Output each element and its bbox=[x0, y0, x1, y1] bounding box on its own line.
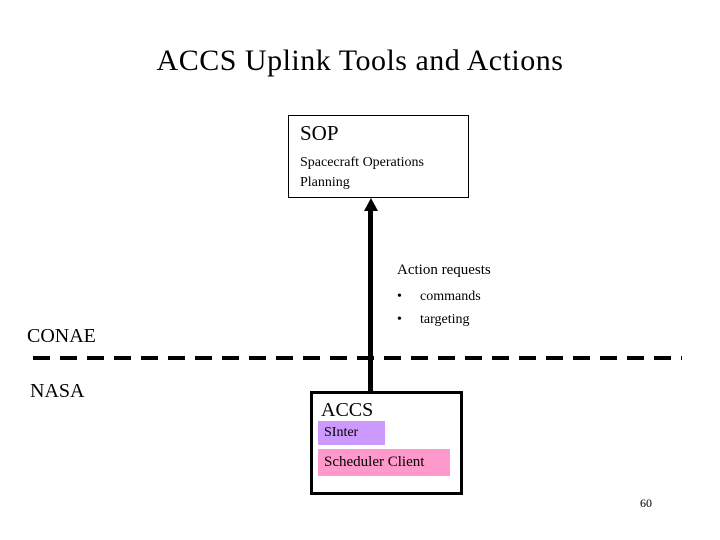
region-boundary-dashed-line bbox=[33, 356, 682, 360]
bullet-label: commands bbox=[420, 289, 481, 304]
page-number: 60 bbox=[640, 496, 652, 510]
action-requests-annotation: Action requests • commands • targeting bbox=[397, 262, 491, 335]
list-item: • commands bbox=[397, 289, 491, 305]
uplink-arrow-line bbox=[368, 208, 373, 391]
uplink-arrow-head-icon bbox=[364, 198, 378, 211]
slide-title: ACCS Uplink Tools and Actions bbox=[156, 44, 564, 77]
sop-box-subtitle: Spacecraft Operations Planning bbox=[300, 155, 424, 190]
annotation-heading: Action requests bbox=[397, 262, 491, 278]
region-label-conae: CONAE bbox=[27, 325, 96, 347]
bullet-icon: • bbox=[397, 289, 402, 304]
accs-box: ACCS SInter Scheduler Client bbox=[310, 391, 463, 495]
sop-box-title: SOP bbox=[300, 121, 339, 145]
accs-box-title: ACCS bbox=[321, 399, 374, 421]
component-scheduler-client: Scheduler Client bbox=[318, 449, 450, 476]
component-sinter: SInter bbox=[318, 421, 385, 445]
list-item: • targeting bbox=[397, 312, 491, 328]
sop-box: SOP Spacecraft Operations Planning bbox=[288, 115, 469, 198]
region-label-nasa: NASA bbox=[30, 380, 85, 402]
bullet-icon: • bbox=[397, 312, 402, 327]
bullet-label: targeting bbox=[420, 312, 470, 327]
